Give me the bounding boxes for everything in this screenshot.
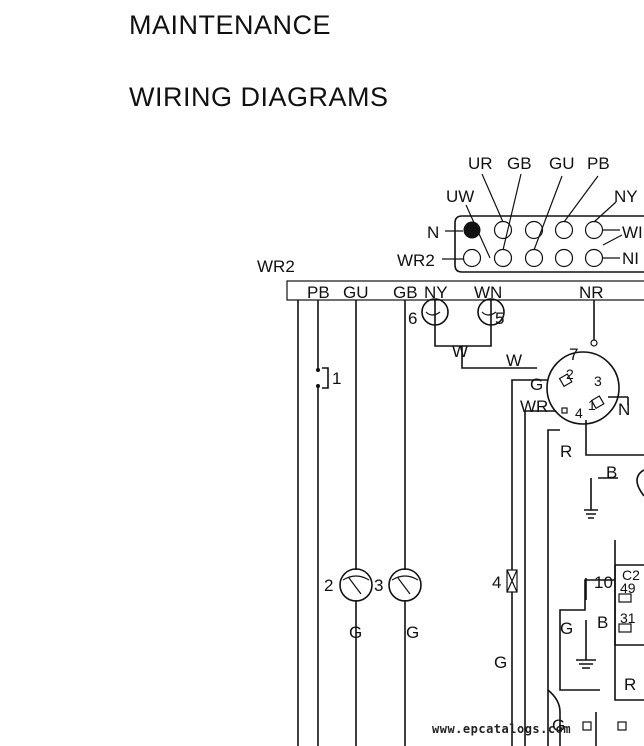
wire-label-r-relay: R: [624, 675, 636, 694]
connector-pin: [493, 248, 513, 268]
warning-lamp-6-label: 6: [408, 309, 417, 328]
connector-pin: [524, 220, 544, 240]
connector-pin: [584, 248, 604, 268]
ignition-terminal-1: 1: [588, 397, 596, 413]
pin-label-ni: NI: [622, 249, 639, 268]
watermark: www.epcatalogs.com: [432, 722, 572, 736]
pin-label-gu: GU: [549, 154, 575, 173]
relay-name: C2: [622, 567, 640, 583]
terminal-block: [582, 721, 592, 731]
wire-label-g-gauge3: G: [406, 623, 419, 642]
connector-pin: [524, 248, 544, 268]
pin-label-wi: WI: [622, 223, 643, 242]
fuse-4-label: 4: [492, 573, 501, 592]
harness-wire-ny: NY: [424, 283, 448, 302]
wire-label-wr-ign: WR: [520, 397, 548, 416]
gauge-2: [339, 568, 373, 602]
ignition-switch-7[interactable]: [546, 339, 620, 425]
gauge-3: [388, 568, 422, 602]
pin-label-ur: UR: [468, 154, 493, 173]
harness-wire-nr: NR: [579, 283, 604, 302]
connector-pin: [462, 248, 482, 268]
component-partial: [636, 469, 644, 497]
warning-lamp-5: [477, 298, 505, 326]
harness-name: WR2: [257, 257, 295, 276]
connector-pin: [554, 248, 574, 268]
switch-1-label: 1: [332, 369, 341, 388]
connector-pin: [584, 220, 604, 240]
terminal-block: [617, 721, 627, 731]
ignition-terminal-2: 2: [566, 366, 574, 382]
warning-lamp-6: [421, 298, 449, 326]
wire-label-g-gauge2: G: [349, 623, 362, 642]
relay-number: 10: [594, 573, 613, 592]
gauge-3-label: 3: [374, 576, 383, 595]
wire-label-n-ign: N: [618, 400, 630, 419]
fuse-4: [506, 569, 518, 593]
harness-wire-pb: PB: [307, 283, 330, 302]
pin-label-ny: NY: [614, 187, 638, 206]
wire-label-g-ign: G: [530, 375, 543, 394]
wire-label-w2: W: [506, 351, 522, 370]
pin-label-gb: GB: [507, 154, 532, 173]
pin-label-pb: PB: [587, 154, 610, 173]
harness-wire-wn: WN: [474, 283, 502, 302]
wire-label-w1: W: [452, 342, 468, 361]
relay-terminal-49: 49: [620, 580, 636, 596]
wire-label-r-ign: R: [560, 442, 572, 461]
wire-bundle: [297, 300, 644, 746]
wire-label-g-bottom: G: [552, 716, 565, 735]
section-heading: MAINTENANCE: [129, 10, 332, 40]
harness-wire-gb: GB: [393, 283, 418, 302]
connector-pin: [554, 220, 574, 240]
warning-lamp-5-label: 5: [495, 309, 504, 328]
gauge-2-label: 2: [324, 576, 333, 595]
wire-label-b-relay: B: [597, 613, 608, 632]
pin-label-uw: UW: [446, 187, 474, 206]
ignition-terminal-4: 4: [575, 405, 583, 421]
relay-terminal-31: 31: [620, 610, 636, 626]
wire-label-g-relay: G: [560, 619, 573, 638]
page-title: WIRING DIAGRAMS: [129, 82, 389, 112]
wire-label-b-top: B: [606, 463, 617, 482]
pin-label-wr2: WR2: [397, 251, 435, 270]
switch-1[interactable]: [316, 367, 329, 389]
multi-pin-connector: [442, 173, 644, 273]
wire-label-g-fuse: G: [494, 653, 507, 672]
harness-bar: [286, 280, 644, 301]
pin-label-n: N: [427, 223, 439, 242]
ignition-terminal-3: 3: [594, 373, 602, 389]
harness-wire-gu: GU: [343, 283, 369, 302]
relay-c2: [614, 564, 644, 646]
ignition-switch-7-label: 7: [569, 345, 578, 364]
